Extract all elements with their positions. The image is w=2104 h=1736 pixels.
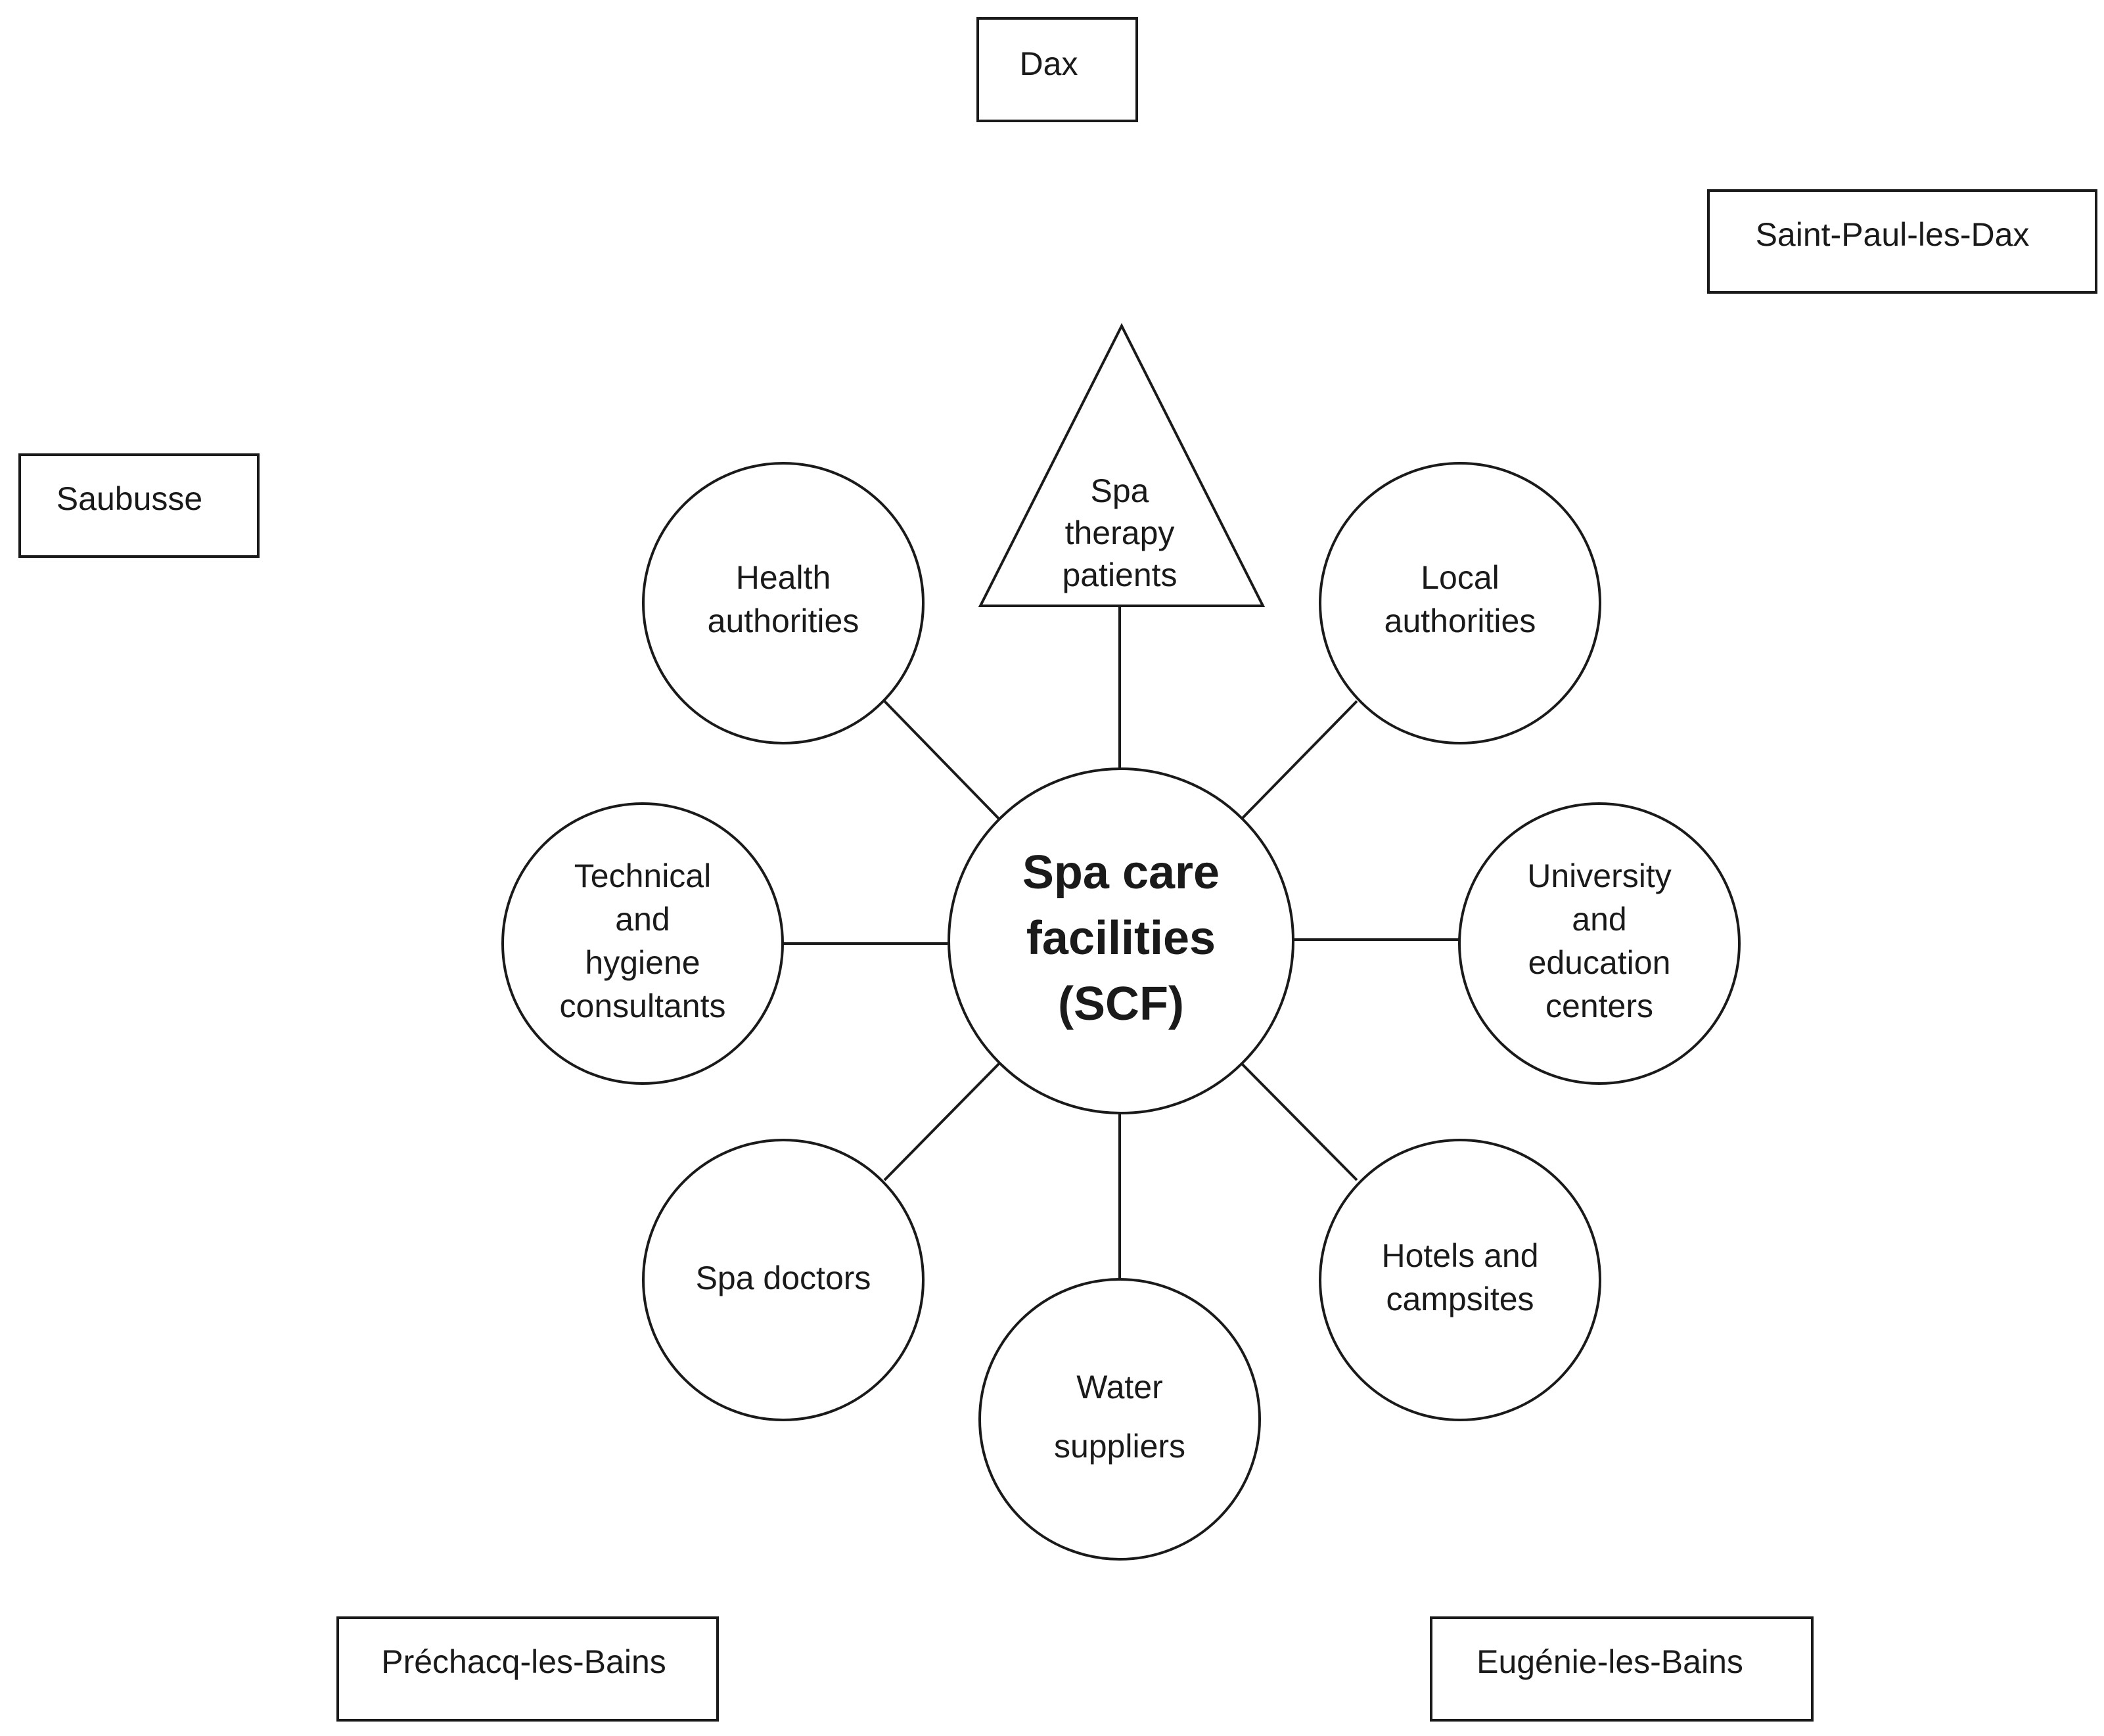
node-technical-consultants: Technical and hygiene consultants [501, 802, 784, 1085]
node-patients-line-2: therapy [1065, 514, 1175, 551]
node-doctors-line-1: Spa doctors [696, 1260, 871, 1296]
location-dax: Dax [976, 17, 1138, 122]
node-water-line-2: suppliers [1054, 1428, 1185, 1465]
node-patients-line-1: Spa [1091, 472, 1149, 509]
connector-doctors [883, 1059, 1003, 1181]
node-local-line-2: authorities [1384, 603, 1536, 639]
node-spa-doctors: Spa doctors [642, 1139, 925, 1421]
node-technical-line-4: consultants [560, 988, 726, 1024]
node-technical-line-1: Technical [574, 857, 711, 894]
node-university-line-2: and [1572, 901, 1626, 938]
location-prechacq-label: Préchacq-les-Bains [381, 1643, 666, 1680]
connector-hotels [1237, 1059, 1358, 1181]
connector-health [883, 700, 1003, 823]
location-prechacq: Préchacq-les-Bains [336, 1616, 719, 1722]
location-eugenie: Eugénie-les-Bains [1430, 1616, 1814, 1722]
node-technical-line-2: and [615, 901, 670, 938]
node-spa-therapy-patients: Spa therapy patients [978, 323, 1266, 607]
node-local-authorities: Local authorities [1319, 462, 1601, 744]
node-university-line-4: centers [1545, 988, 1653, 1024]
node-health-line-2: authorities [708, 603, 859, 639]
center-line-2: facilities [1026, 912, 1216, 965]
node-hotels-line-1: Hotels and [1381, 1237, 1538, 1274]
center-line-1: Spa care [1022, 846, 1220, 899]
node-hotels-line-2: campsites [1386, 1281, 1534, 1317]
node-patients-line-3: patients [1062, 557, 1177, 593]
connector-local [1237, 700, 1358, 823]
node-local-line-1: Local [1421, 559, 1499, 596]
location-saint-paul: Saint-Paul-les-Dax [1707, 189, 2097, 294]
location-dax-label: Dax [1020, 45, 1078, 82]
center-spa-care-facilities: Spa care facilities (SCF) [948, 767, 1294, 1114]
node-water-line-1: Water [1076, 1369, 1163, 1405]
location-saubusse-label: Saubusse [57, 480, 202, 517]
node-university-centers: University and education centers [1458, 802, 1741, 1085]
node-university-line-1: University [1527, 857, 1671, 894]
node-hotels-campsites: Hotels and campsites [1319, 1139, 1601, 1421]
node-water-suppliers: Water suppliers [978, 1278, 1261, 1561]
location-eugenie-label: Eugénie-les-Bains [1476, 1643, 1743, 1680]
node-technical-line-3: hygiene [585, 944, 700, 981]
node-health-authorities: Health authorities [642, 462, 925, 744]
node-health-line-1: Health [736, 559, 831, 596]
location-saint-paul-label: Saint-Paul-les-Dax [1756, 216, 2030, 253]
node-university-line-3: education [1528, 944, 1671, 981]
center-line-3: (SCF) [1058, 978, 1184, 1030]
connectors [782, 606, 1460, 1288]
location-saubusse: Saubusse [18, 453, 260, 558]
